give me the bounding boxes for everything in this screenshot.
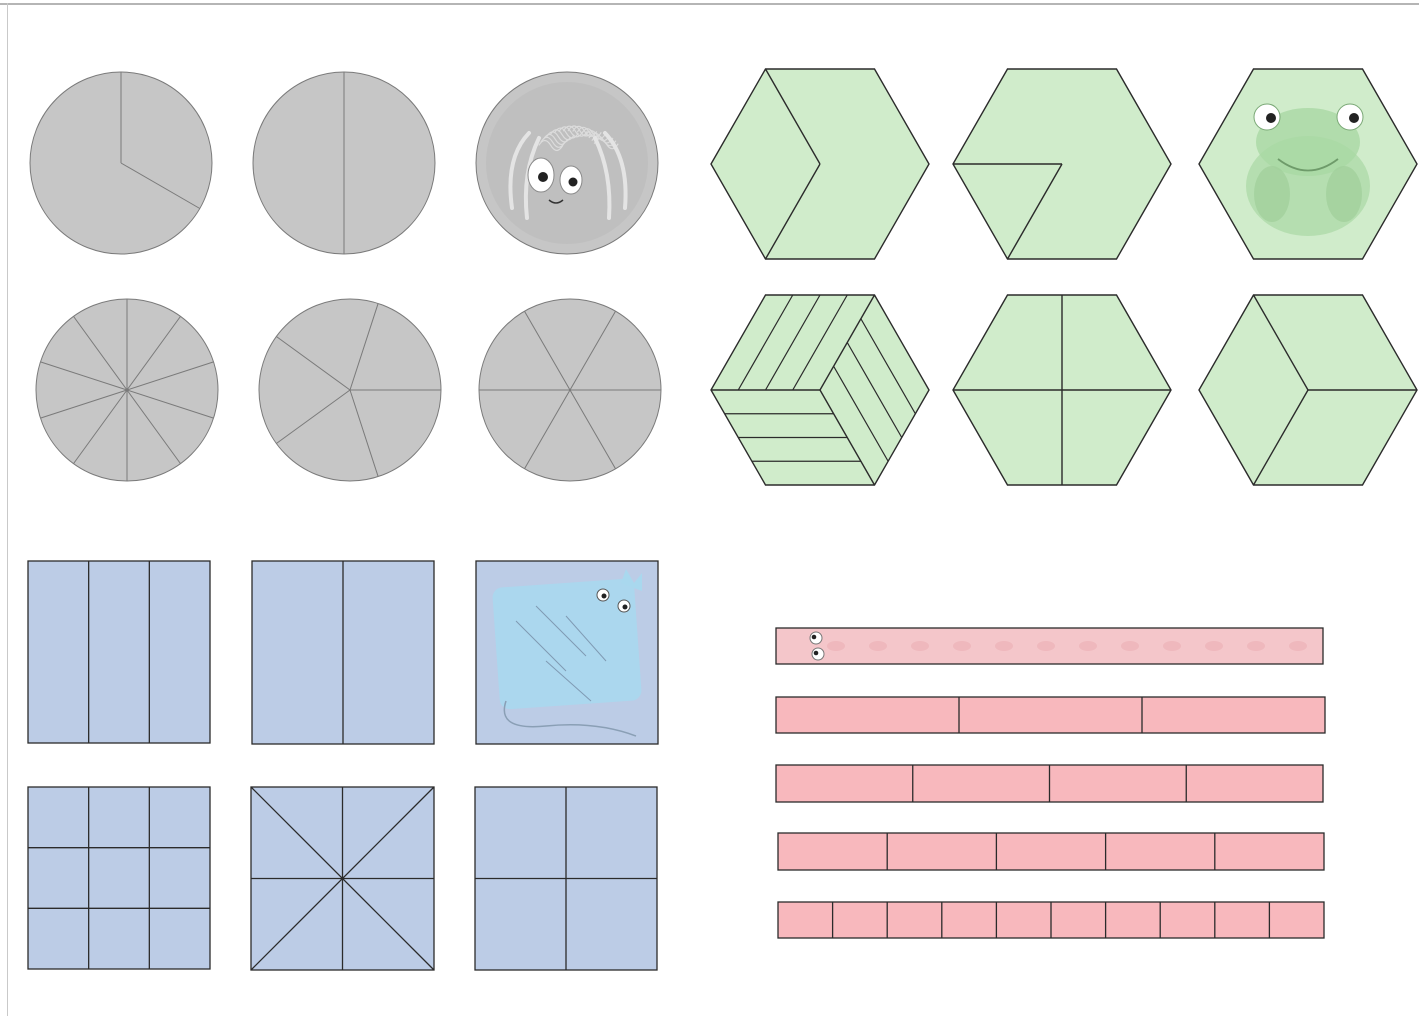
frog-leg-right	[1326, 166, 1362, 222]
fraction-square-2	[252, 561, 434, 744]
spider-icon	[486, 82, 648, 244]
worm-pupil-bottom	[814, 651, 819, 656]
worm-spot	[911, 641, 929, 651]
fraction-circle-5	[259, 299, 441, 481]
frog-leg-left	[1254, 166, 1290, 222]
worm-spot	[1037, 641, 1055, 651]
fraction-circle-4	[36, 299, 218, 481]
worm-spot	[1163, 641, 1181, 651]
stingray-pupil-right	[623, 605, 628, 610]
fraction-circle-3	[476, 72, 658, 254]
fraction-bar-1	[776, 628, 1323, 664]
fraction-bar-5	[778, 902, 1324, 938]
fraction-circle-6	[479, 299, 661, 481]
square-outline	[28, 787, 210, 969]
bars-group	[776, 628, 1325, 938]
fraction-hexagon-1	[711, 69, 929, 259]
fraction-bar-3	[776, 765, 1323, 802]
fraction-square-5	[251, 787, 434, 970]
hexagons-group	[711, 69, 1417, 485]
fraction-hexagon-5	[953, 295, 1171, 485]
fraction-bar-2	[776, 697, 1325, 733]
frog-pupil-left	[1266, 113, 1276, 123]
fraction-hexagon-2	[953, 69, 1171, 259]
worm-spot	[1289, 641, 1307, 651]
fraction-square-4	[28, 787, 210, 969]
fraction-square-3	[476, 561, 658, 744]
fraction-circle-2	[253, 72, 435, 254]
circles-group	[30, 72, 661, 481]
bar-outline	[778, 833, 1324, 870]
frog-pupil-right	[1349, 113, 1359, 123]
fraction-hexagon-4	[711, 295, 929, 485]
spider-pupil-right	[569, 178, 578, 187]
bar-outline	[776, 697, 1325, 733]
worm-spot	[995, 641, 1013, 651]
fraction-square-1	[28, 561, 210, 743]
worm-spot	[827, 641, 845, 651]
fraction-square-6	[475, 787, 657, 970]
worm-spot	[1121, 641, 1139, 651]
worm-spot	[1079, 641, 1097, 651]
worm-spot	[1205, 641, 1223, 651]
stingray-body	[492, 578, 642, 710]
worm-pupil-top	[812, 635, 817, 640]
squares-group	[28, 561, 658, 970]
worm-spot	[1247, 641, 1265, 651]
worm-spot	[953, 641, 971, 651]
worm-spot	[869, 641, 887, 651]
square-outline	[28, 561, 210, 743]
fraction-bar-4	[778, 833, 1324, 870]
spider-pupil-left	[538, 172, 548, 182]
stingray-pupil-left	[602, 594, 607, 599]
frog-icon	[1246, 104, 1370, 236]
fraction-circle-1	[30, 72, 212, 254]
fraction-hexagon-6	[1199, 295, 1417, 485]
fraction-hexagon-3	[1199, 69, 1417, 259]
